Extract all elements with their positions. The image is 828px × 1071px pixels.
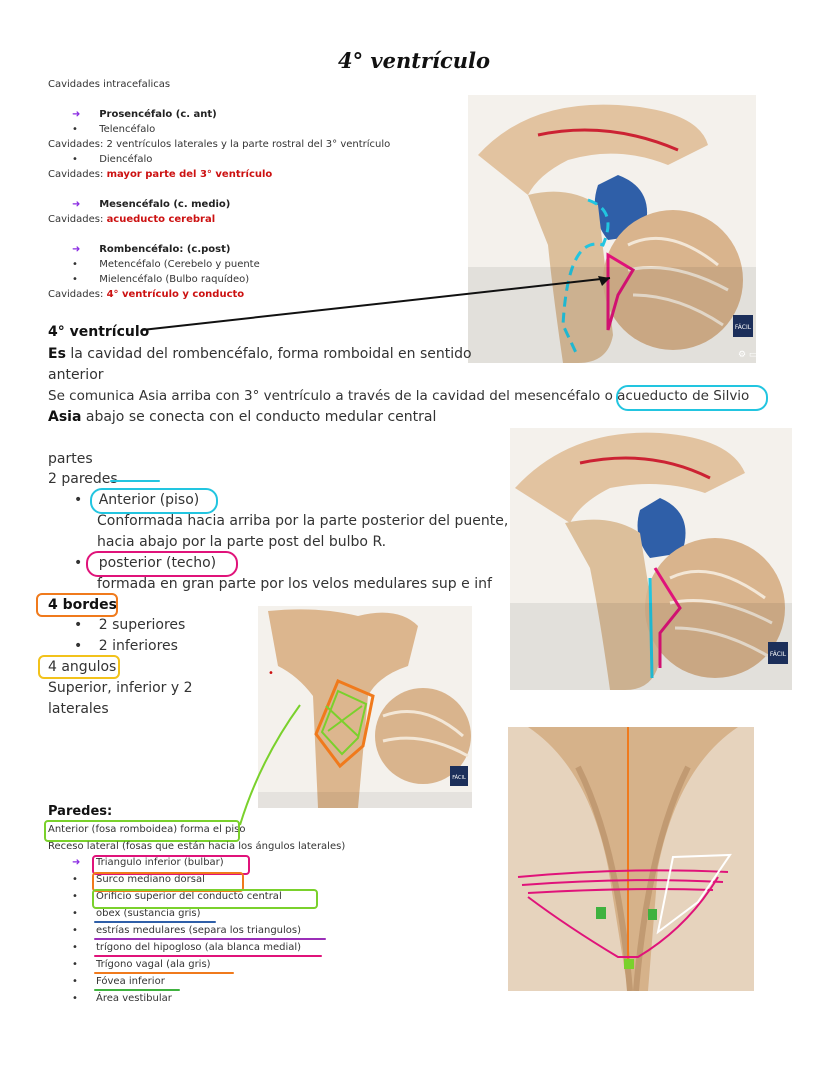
bullet-icon: • [72,993,78,1004]
brainstem-illustration-icon: FÁCIL ⚙ ▭ ⛶ [468,95,756,363]
bullet-icon: • [74,617,83,633]
walls-label: 2 paredes [48,471,118,487]
highlight-box [36,593,118,617]
list-item: •Fóvea inferior [72,976,165,987]
section-heading: 4° ventrículo [48,324,150,340]
rhomboid-detail-illustration-icon [508,727,754,991]
facil-badge: FÁCIL [770,651,787,658]
bullet-icon: • [74,492,83,508]
list-item: • Metencéfalo (Cerebelo y puente [72,259,260,270]
bullet-icon: • [72,942,78,953]
highlight-circle [86,551,238,577]
arrow-bullet-icon: ➜ [72,199,81,210]
highlight-box [92,872,244,892]
list-item: • posterior (techo) [74,555,217,571]
highlight-underline [94,955,322,957]
list-item: •Surco mediano dorsal [72,874,205,885]
list-item: •Orificio superior del conducto central [72,891,282,902]
list-item: • Anterior (piso) [74,492,200,508]
description-line: anterior [48,367,104,383]
bullet-icon: • [74,638,83,654]
highlight-circle [616,385,768,411]
description-line: Es la cavidad del rombencéfalo, forma ro… [48,346,472,362]
brainstem-sagittal-image-2: FÁCIL [510,428,792,690]
highlight-underline [94,972,234,974]
description-line: formada en gran parte por los velos medu… [97,576,492,592]
description-line: Asia abajo se conecta con el conducto me… [48,409,437,425]
description-line: Se comunica Asia arriba con 3° ventrícul… [48,388,750,404]
description-line: Superior, inferior y 2 [48,680,193,696]
highlight-box [44,820,240,842]
highlight-underline [94,938,326,940]
description-line: Anterior (fosa romboidea) forma el piso [48,824,246,835]
list-item: • Mielencéfalo (Bulbo raquídeo) [72,274,250,285]
bullet-icon: • [72,874,78,885]
page-title: 4° ventrículo [337,48,491,73]
list-item: • 2 inferiores [74,638,178,654]
section-heading: Paredes: [48,804,113,819]
svg-text:⚙ ▭ ⛶: ⚙ ▭ ⛶ [738,349,756,360]
highlight-box [38,655,120,679]
cavity-line: Cavidades: 2 ventrículos laterales y la … [48,139,391,150]
bullet-icon: • [72,274,78,285]
bullet-icon: • [72,959,78,970]
list-item: •trígono del hipogloso (ala blanca media… [72,942,302,953]
marker-dot-icon: • [268,668,274,679]
list-item: • 2 superiores [74,617,186,633]
parts-label: partes [48,451,93,467]
description-line: Receso lateral (fosas que están hacia lo… [48,841,346,852]
highlight-underline [110,480,160,482]
description-line: Conformada hacia arriba por la parte pos… [97,513,509,529]
cavity-line: Cavidades: acueducto cerebral [48,214,216,225]
brainstem-illustration-icon: FÁCIL [510,428,792,690]
bullet-icon: • [72,925,78,936]
highlight-underline [94,921,216,923]
bullet-icon: • [74,555,83,571]
description-line: laterales [48,701,109,717]
bullet-icon: • [72,124,78,135]
highlight-circle [90,488,218,514]
list-item: • Diencéfalo [72,154,153,165]
bullet-icon: • [72,154,78,165]
highlight-box [92,889,318,909]
list-item: • Telencéfalo [72,124,156,135]
bullet-icon: • [72,976,78,987]
angles-label: 4 angulos [48,659,117,675]
arrow-bullet-icon: ➜ [72,244,81,255]
highlight-box [92,855,250,875]
brainstem-sagittal-image: FÁCIL ⚙ ▭ ⛶ [468,95,756,363]
borders-label: 4 bordes [48,597,118,613]
rhomboid-fossa-image: FÁCIL [258,606,472,808]
pointer-arrow-icon [141,276,611,331]
annotation-line-icon [239,704,301,826]
rhomboid-detail-image [508,727,754,991]
brainstem-dorsal-illustration-icon: FÁCIL [258,606,472,808]
arrow-bullet-icon: ➜ [72,857,81,868]
arrow-bullet-icon: ➜ [72,109,81,120]
facil-badge: FÁCIL [452,774,466,781]
intro-text: Cavidades intracefalicas [48,79,171,90]
list-item: ➜ Prosencéfalo (c. ant) [72,109,217,120]
list-item: •Trígono vagal (ala gris) [72,959,211,970]
list-item: •obex (sustancia gris) [72,908,201,919]
list-item: ➜ Rombencéfalo: (c.post) [72,244,231,255]
list-item: ➜Triangulo inferior (bulbar) [72,857,224,868]
list-item: ➜ Mesencéfalo (c. medio) [72,199,231,210]
bullet-icon: • [72,891,78,902]
facil-badge: FÁCIL [735,324,752,331]
cavity-line: Cavidades: 4° ventrículo y conducto [48,289,245,300]
bullet-icon: • [72,259,78,270]
bullet-icon: • [72,908,78,919]
description-line: hacia abajo por la parte post del bulbo … [97,534,387,550]
highlight-underline [94,989,180,991]
list-item: •estrías medulares (separa los triangulo… [72,925,302,936]
cavity-line: Cavidades: mayor parte del 3° ventrículo [48,169,273,180]
list-item: •Área vestibular [72,993,172,1004]
